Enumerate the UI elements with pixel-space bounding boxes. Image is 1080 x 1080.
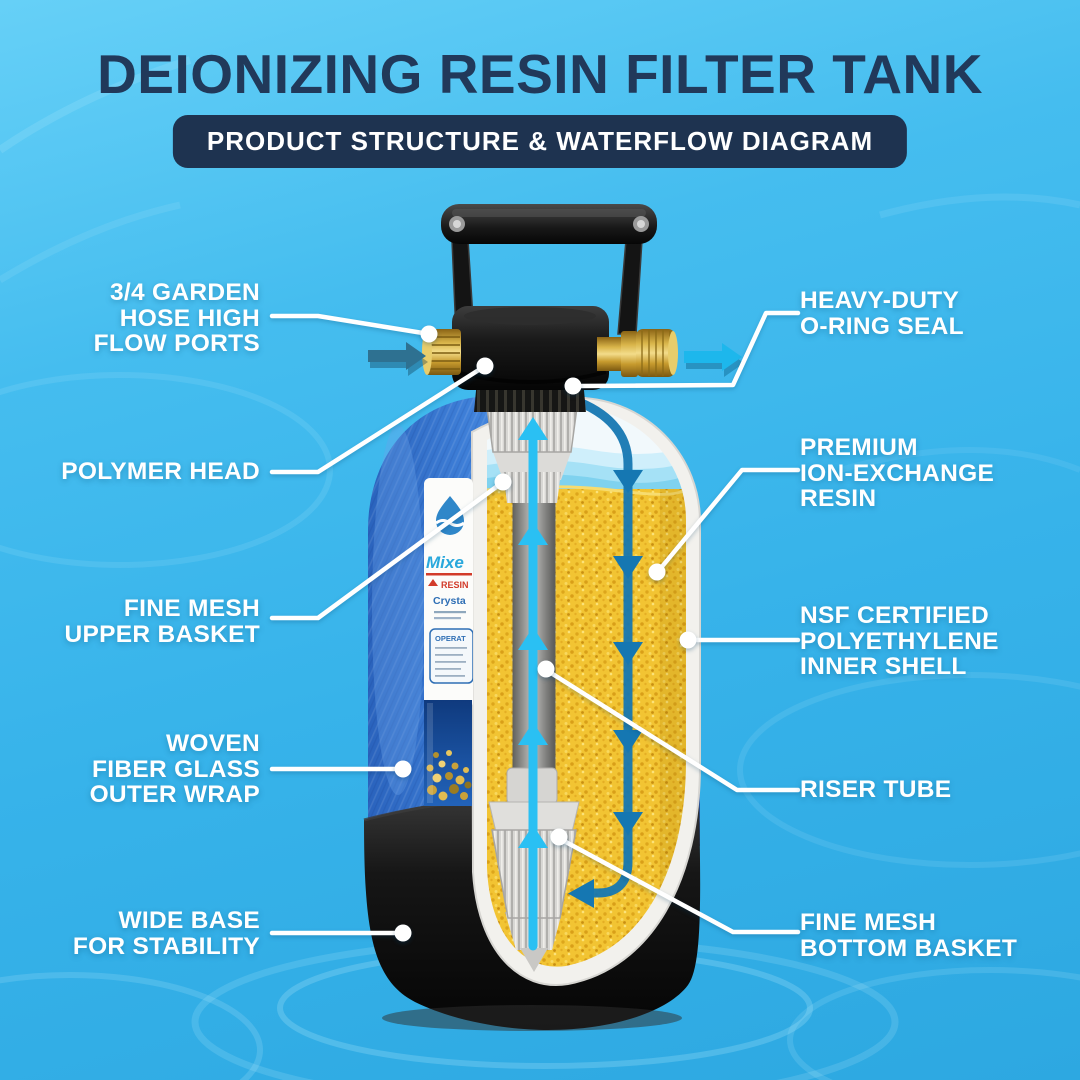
label-series-text: Crysta: [433, 595, 466, 607]
callout-line: PREMIUM: [800, 434, 918, 461]
callout-line: WOVEN: [165, 730, 260, 757]
flow-into-bottom-basket-arrow: [568, 879, 594, 908]
product-label: Mixe RESIN Crysta OPERAT: [424, 478, 473, 806]
callout-woven-fiber-glass-outer-wrap: WOVEN FIBER GLASS OUTER WRAP: [90, 731, 260, 808]
callout-line: OUTER WRAP: [89, 781, 260, 808]
label-type-text: RESIN: [441, 580, 469, 590]
callout-premium-ion-exchange-resin: PREMIUM ION-EXCHANGE RESIN: [800, 435, 994, 512]
callout-line: HOSE HIGH: [119, 304, 260, 332]
leader-o-ring-seal: [578, 310, 801, 389]
callout-line: NSF CERTIFIED: [800, 602, 990, 629]
callout-polymer-head: POLYMER HEAD: [61, 459, 260, 485]
callout-wide-base-for-stability: WIDE BASE FOR STABILITY: [73, 908, 260, 959]
callout-line: FINE MESH: [123, 595, 260, 622]
callout-line: RISER TUBE: [800, 776, 952, 803]
leader-bottom-basket: [561, 838, 801, 935]
callout-nsf-certified-inner-shell: NSF CERTIFIED POLYETHYLENE INNER SHELL: [800, 603, 999, 680]
callout-line: 3/4 GARDEN: [109, 279, 260, 306]
callout-fine-mesh-upper-basket: FINE MESH UPPER BASKET: [64, 596, 260, 647]
callout-line: O-RING SEAL: [800, 312, 964, 340]
callout-line: UPPER BASKET: [64, 620, 260, 648]
leader-garden-hose-ports: [269, 313, 432, 337]
callout-heavy-duty-o-ring-seal: HEAVY-DUTY O-RING SEAL: [800, 288, 964, 339]
label-spec-box-title: OPERAT: [435, 634, 466, 643]
callout-line: POLYMER HEAD: [61, 458, 260, 485]
callout-line: HEAVY-DUTY: [800, 287, 960, 314]
callout-riser-tube: RISER TUBE: [800, 777, 951, 803]
callout-line: FOR STABILITY: [72, 932, 260, 960]
callout-line: FLOW PORTS: [93, 330, 260, 357]
callout-garden-hose-ports: 3/4 GARDEN HOSE HIGH FLOW PORTS: [94, 280, 260, 357]
callout-leader-lines: [269, 310, 801, 936]
polymer-head: [452, 306, 609, 412]
outlet-port-fitting: [597, 329, 678, 377]
subtitle-badge: PRODUCT STRUCTURE & WATERFLOW DIAGRAM: [172, 115, 908, 168]
leader-riser-tube: [548, 670, 801, 793]
callout-line: FINE MESH: [800, 909, 937, 936]
callout-fine-mesh-bottom-basket: FINE MESH BOTTOM BASKET: [800, 910, 1017, 961]
leader-polymer-head: [269, 363, 488, 475]
leader-upper-basket: [269, 479, 506, 621]
inlet-flow-arrow: [368, 342, 428, 376]
callout-line: RESIN: [800, 485, 877, 512]
resin-sight-window: [424, 700, 472, 806]
callout-line: FIBER GLASS: [91, 755, 260, 783]
callout-line: BOTTOM BASKET: [800, 934, 1018, 962]
outlet-flow-arrow: [684, 343, 744, 377]
label-brand-text: Mixe: [426, 553, 464, 572]
upflow-arrows: [518, 417, 548, 951]
callout-anchor-dots: [394, 325, 697, 942]
leader-resin: [657, 467, 801, 572]
callout-line: POLYETHYLENE: [800, 627, 999, 655]
downflow-arrows: [568, 395, 643, 908]
page-title: DEIONIZING RESIN FILTER TANK: [97, 43, 983, 105]
callout-line: ION-EXCHANGE: [800, 459, 995, 487]
callout-line: INNER SHELL: [800, 653, 967, 680]
callout-line: WIDE BASE: [118, 907, 260, 934]
